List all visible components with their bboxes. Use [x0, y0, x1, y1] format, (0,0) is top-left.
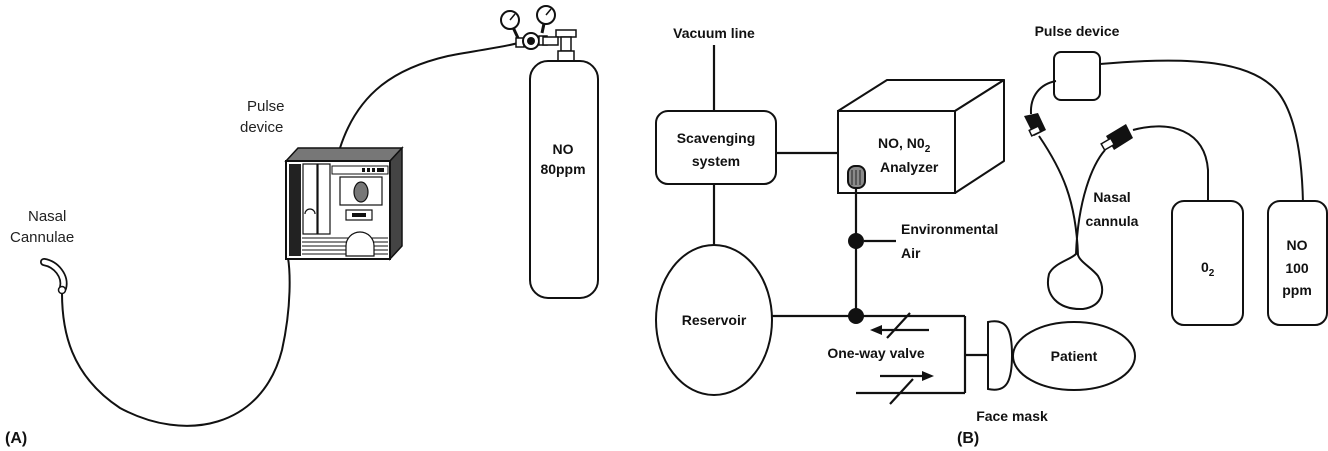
panel-b-label: (B)	[957, 430, 979, 447]
analyzer-label-2: Analyzer	[880, 159, 939, 175]
one-way-valve-upper	[870, 312, 929, 339]
reservoir-label: Reservoir	[682, 312, 747, 328]
nasal-cannulae-icon	[40, 258, 68, 295]
pulse-device-label: Pulse device	[1035, 23, 1120, 39]
pulse-device-label-2: device	[240, 119, 283, 136]
panel-b-pulse: Pulse device Nasal cannula 02 NO 100 ppm…	[957, 23, 1328, 447]
regulator-icon	[500, 5, 577, 62]
environmental-air-label-1: Environmental	[901, 221, 998, 237]
scavenging-label-2: system	[692, 153, 740, 169]
no-cylinder	[529, 60, 599, 299]
nasal-cannula-label-1: Nasal	[1093, 189, 1130, 205]
patient-ellipse	[1012, 321, 1136, 391]
no-label-1: NO	[1287, 237, 1308, 253]
cylinder-label-2: 80ppm	[540, 161, 585, 177]
pulse-device-label-1: Pulse	[247, 98, 285, 115]
analyzer-box	[837, 79, 1005, 194]
nasal-cannulae-label-1: Nasal	[28, 208, 66, 225]
panel-a-label: (A)	[5, 430, 27, 447]
nasal-cannula-label-2: cannula	[1086, 213, 1139, 229]
no-label-3: ppm	[1282, 282, 1312, 298]
environmental-air-label-2: Air	[901, 245, 921, 261]
cylinder-label-1: NO	[553, 141, 574, 157]
pulse-device-box	[1053, 51, 1101, 101]
scavenging-system-box	[655, 110, 777, 185]
environmental-air-junction	[848, 233, 864, 249]
tube-connector-icon	[1024, 113, 1046, 137]
tube-connector-icon	[1100, 124, 1133, 151]
cannula-tubing	[61, 257, 291, 427]
supply-tubing	[339, 42, 519, 149]
one-way-valve-label: One-way valve	[827, 345, 924, 361]
analyzer-label-1: NO, N02	[878, 135, 931, 155]
analyzer-port-icon	[847, 165, 866, 189]
vacuum-line-label: Vacuum line	[673, 25, 755, 41]
o2-cylinder	[1171, 200, 1244, 326]
reservoir-bag	[655, 244, 773, 396]
face-mask-icon	[987, 320, 1014, 391]
sample-junction	[848, 308, 864, 324]
one-way-valve-lower	[880, 371, 934, 405]
face-mask-label: Face mask	[976, 408, 1048, 424]
panel-b-circuit: Vacuum line Scavenging system NO, N02 An…	[655, 25, 1136, 424]
o2-label: 02	[1201, 259, 1215, 279]
no-label-2: 100	[1285, 260, 1309, 276]
scavenging-label-1: Scavenging	[677, 130, 756, 146]
patient-label: Patient	[1051, 348, 1098, 364]
panel-a: Nasal Cannulae Pulse device NO 80ppm (A)	[5, 5, 599, 447]
pulse-device-icon	[284, 146, 404, 261]
nasal-cannulae-label-2: Cannulae	[10, 229, 74, 246]
no-100ppm-cylinder	[1267, 200, 1328, 326]
